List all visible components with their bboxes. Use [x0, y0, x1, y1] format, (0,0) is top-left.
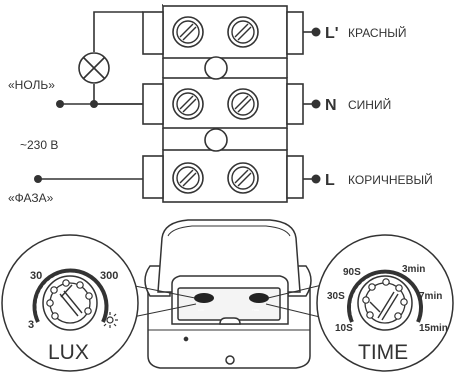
time-tick-label: 15min — [419, 323, 448, 334]
lux-dial — [1, 234, 139, 372]
terminal-color-name: СИНИЙ — [348, 97, 391, 112]
terminal-letter: L' — [325, 25, 339, 42]
terminal-color-name: КРАСНЫЙ — [348, 25, 407, 40]
junction-dot — [34, 175, 42, 183]
screw-icon — [227, 162, 259, 194]
time-tick-label: 30S — [327, 291, 345, 302]
terminal-letter: N — [325, 97, 337, 114]
time-tick-label: 90S — [343, 267, 361, 278]
terminal-letter: L — [325, 172, 335, 189]
screw-icon — [227, 88, 259, 120]
terminal-dot — [311, 174, 321, 184]
junction-dot — [56, 100, 64, 108]
lux-tick-label: 3 — [28, 319, 34, 331]
lux-tick-label: 30 — [30, 270, 42, 282]
screw-icon — [172, 88, 204, 120]
screw-icon — [172, 16, 204, 48]
voltage-label: ~230 В — [20, 138, 58, 152]
time-tick-label: 3min — [402, 264, 425, 275]
motion-sensor — [144, 219, 312, 369]
time-tick-label: 10S — [335, 323, 353, 334]
terminal-dot — [311, 99, 321, 109]
terminal-color-name: КОРИЧНЕВЫЙ — [348, 172, 433, 187]
terminal-block — [142, 4, 304, 203]
lamp-icon — [78, 52, 110, 84]
time-dial — [316, 234, 454, 372]
time-tick-label: 7min — [419, 291, 442, 302]
leader-lines — [127, 284, 325, 319]
lux-tick-label: 300 — [100, 270, 118, 282]
lux-knob-icon: LUX — [194, 293, 214, 312]
svg-text:TIME: TIME — [252, 308, 259, 312]
wiring — [38, 11, 312, 180]
svg-text:LUX: LUX — [198, 308, 204, 312]
neutral-label: «НОЛЬ» — [8, 78, 55, 92]
time-caption: TIME — [358, 341, 408, 364]
time-knob-icon: TIME — [249, 293, 269, 312]
sun-icon — [102, 312, 118, 328]
lux-caption: LUX — [48, 341, 89, 364]
screw-icon — [172, 162, 204, 194]
phase-label: «ФАЗА» — [8, 191, 54, 205]
terminal-dot — [311, 27, 321, 37]
screw-icon — [227, 16, 259, 48]
junction-dot — [90, 100, 98, 108]
